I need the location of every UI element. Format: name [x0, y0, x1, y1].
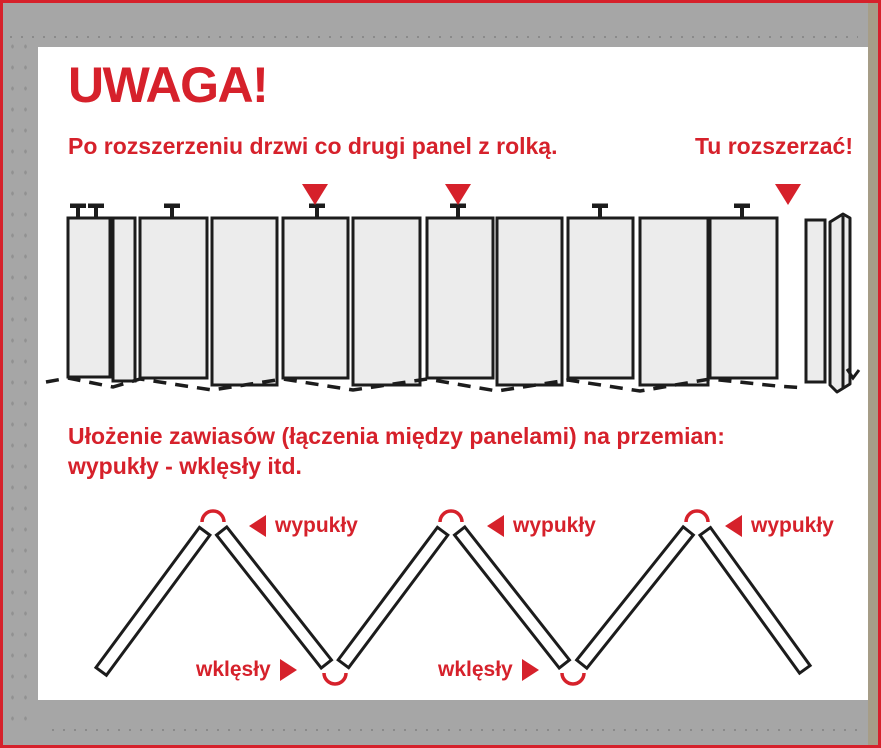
- door-panel: [638, 216, 710, 387]
- roller-pin-icon: [740, 208, 744, 218]
- door-panel: [111, 216, 137, 383]
- down-arrow-icon: [445, 184, 471, 205]
- roller-pin-icon: [598, 208, 602, 218]
- roller-cap-icon: [164, 203, 180, 208]
- door-diagram: [45, 184, 861, 394]
- hinge-panel: [574, 524, 696, 671]
- roller-cap-icon: [734, 203, 750, 208]
- roller-pin-icon: [170, 208, 174, 218]
- roller-pin-icon: [94, 208, 98, 218]
- roller-pin-icon: [456, 208, 460, 218]
- page-title: UWAGA!: [68, 57, 269, 113]
- bottom-dotted-line: [52, 729, 862, 731]
- spare-panel-folded: [828, 212, 852, 394]
- hinge-panel: [93, 525, 213, 678]
- door-panel: [351, 216, 422, 387]
- hinge-panel: [336, 525, 450, 670]
- hinge-instruction-text: Ułożenie zawiasów (łączenia między panel…: [68, 421, 725, 481]
- door-panel: [566, 216, 635, 380]
- convex-hinge-arc: [684, 509, 710, 523]
- spare-panel-corner-mark: [845, 368, 861, 381]
- roller-instruction-text: Po rozszerzeniu drzwi co drugi panel z r…: [68, 133, 558, 159]
- hinge-diagram: [93, 509, 813, 686]
- door-panel: [281, 216, 350, 380]
- door-panel: [138, 216, 209, 380]
- concave-hinge-arc: [560, 672, 586, 686]
- door-panel: [425, 216, 495, 380]
- hinge-instruction-line1: Ułożenie zawiasów (łączenia między panel…: [68, 423, 725, 449]
- margin-dot-texture: [6, 36, 34, 728]
- convex-hinge-arc: [200, 509, 226, 523]
- floor-dashed-line: [45, 376, 807, 393]
- roller-pin-icon: [315, 208, 319, 218]
- hinge-panel: [452, 524, 572, 671]
- right-side-strip: [868, 0, 881, 748]
- convex-hinge-arc: [438, 509, 464, 523]
- concave-hinge-arc: [322, 672, 348, 686]
- extend-here-label: Tu rozszerzać!: [694, 133, 853, 159]
- spare-panel: [804, 218, 827, 384]
- door-panel: [495, 216, 564, 387]
- roller-cap-icon: [88, 203, 104, 208]
- roller-cap-icon: [592, 203, 608, 208]
- roller-pin-icon: [76, 208, 80, 218]
- door-panel: [66, 216, 112, 379]
- top-dotted-line: [10, 36, 858, 38]
- down-arrow-icon: [302, 184, 328, 205]
- hinge-panel: [697, 525, 813, 676]
- hinge-instruction-line2: wypukły - wklęsły itd.: [68, 453, 302, 479]
- roller-cap-icon: [309, 203, 325, 208]
- door-panel: [708, 216, 779, 380]
- roller-cap-icon: [450, 203, 466, 208]
- door-panel: [210, 216, 279, 387]
- down-arrow-icon: [775, 184, 801, 205]
- hinge-panel: [214, 524, 334, 671]
- roller-cap-icon: [70, 203, 86, 208]
